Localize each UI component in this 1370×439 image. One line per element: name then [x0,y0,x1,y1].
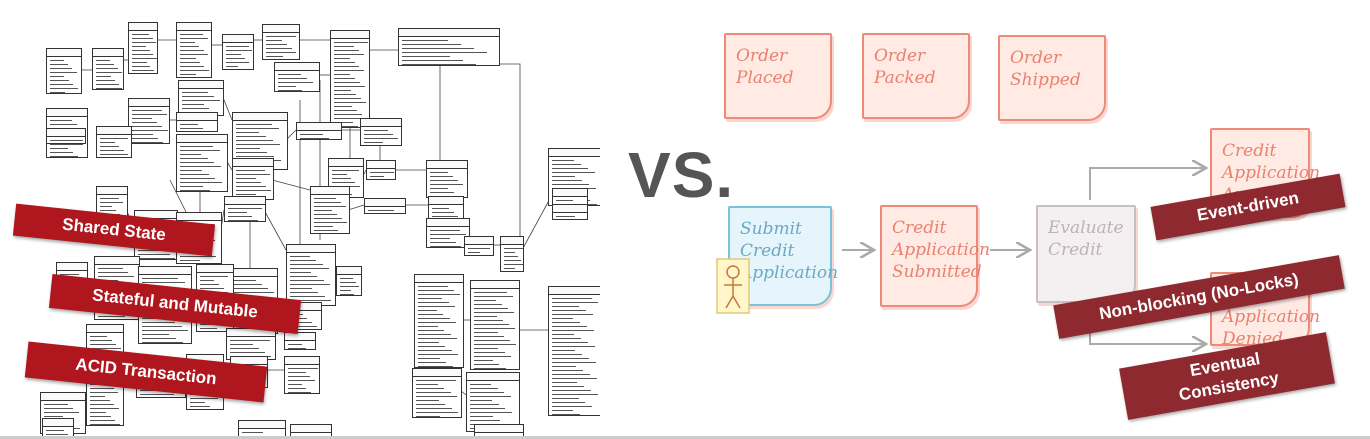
schema-table [470,280,520,370]
note-submit-credit-application: Submit Credit Application [728,206,839,306]
schema-table [364,198,406,214]
schema-relationship-line [263,209,287,251]
schema-table [274,62,320,92]
schema-table [176,22,212,78]
schema-table [46,48,82,94]
bottom-rule [0,436,1370,439]
schema-table [176,112,218,132]
note-credit-application-submitted: Credit Application Submitted [880,205,991,307]
schema-table [296,122,342,140]
schema-table [360,118,402,146]
schema-table [222,34,254,70]
note-credit-application-submitted-label: Credit Application Submitted [892,218,991,282]
schema-table [426,160,468,198]
note-evaluate-credit-label: Evaluate Credit [1048,218,1124,260]
note-submit-credit-application-label: Submit Credit Application [740,219,839,283]
schema-relationship-line [521,194,553,251]
schema-table [336,266,362,296]
schema-table [284,332,316,350]
schema-table [548,286,600,416]
note-order-packed: Order Packed [862,33,970,119]
schema-table [92,48,124,90]
schema-table [46,128,86,144]
schema-table [464,236,494,256]
er-schema-diagram [0,0,600,439]
note-order-shipped: Order Shipped [998,35,1106,121]
schema-table [238,420,286,438]
schema-table [552,204,588,220]
schema-table [414,274,464,368]
note-order-shipped-label: Order Shipped [1010,48,1081,90]
schema-table [224,196,266,222]
schema-table [398,28,500,66]
schema-table [330,30,370,128]
schema-table [500,236,524,272]
schema-table [42,418,74,438]
schema-table [232,158,274,200]
vs-label: VS. [628,139,735,211]
note-evaluate-credit: Evaluate Credit [1036,205,1136,303]
schema-relationship-line [271,179,311,191]
schema-table [366,160,396,180]
schema-table [128,22,158,74]
schema-table [262,24,300,60]
schema-table [284,356,320,394]
note-order-placed: Order Placed [724,33,832,119]
schema-table [412,368,462,418]
note-order-placed-label: Order Placed [736,46,794,88]
schema-table [176,134,228,192]
note-order-packed-label: Order Packed [874,46,936,88]
arrow-evaluate-to-approved [1089,168,1204,200]
actor-icon [716,258,750,314]
schema-table [310,186,350,234]
schema-table [128,98,170,144]
schema-table [426,218,470,248]
schema-relationship-line [347,204,365,211]
schema-table [96,126,132,158]
